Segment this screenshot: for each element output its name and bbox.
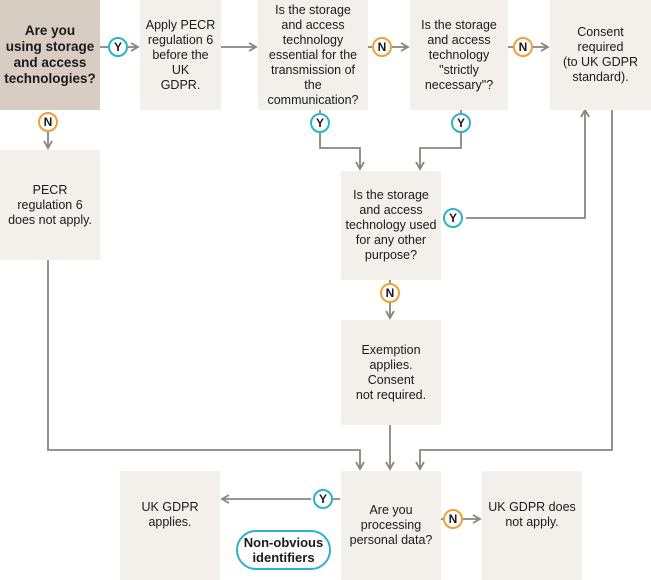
box-other-purpose-question: Is the storage and access technology use… (341, 171, 441, 280)
yes-badge-start: Y (108, 37, 128, 57)
box-start-question: Are you using storage and access technol… (0, 0, 100, 110)
no-badge-start: N (38, 112, 58, 132)
text-personal-data-question: Are you processing personal data? (349, 503, 433, 547)
text-pecr-not-apply: PECR regulation 6 does not apply. (8, 182, 92, 227)
no-badge-other-purpose: N (380, 283, 400, 303)
box-gdpr-applies: UK GDPR applies. (120, 471, 220, 580)
no-badge-personal-data: N (443, 509, 463, 529)
box-exemption-applies: Exemption applies. Consent not required. (341, 320, 441, 425)
box-apply-pecr: Apply PECR regulation 6 before the UK GD… (140, 0, 221, 110)
yes-badge-strictly-necessary: Y (451, 113, 471, 133)
text-consent-required: Consent required (to UK GDPR standard). (562, 25, 638, 84)
box-strictly-necessary-question: Is the storage and access technology "st… (410, 0, 508, 110)
yes-badge-other-purpose: Y (443, 208, 463, 228)
arrow-pecr-to-personal (47, 260, 365, 471)
yes-badge-personal-data: Y (313, 489, 333, 509)
box-pecr-not-apply: PECR regulation 6 does not apply. (0, 150, 100, 260)
text-exemption-applies: Exemption applies. Consent not required. (355, 342, 427, 402)
text-strictly-necessary-question: Is the storage and access technology "st… (421, 17, 497, 92)
box-consent-required: Consent required (to UK GDPR standard). (550, 0, 651, 110)
arrow-strictly-yes-to-other (415, 133, 462, 171)
arrow-consent-to-personal (415, 110, 613, 471)
text-gdpr-not-apply: UK GDPR does not apply. (488, 499, 576, 529)
box-gdpr-not-apply: UK GDPR does not apply. (482, 471, 582, 580)
non-obvious-identifiers-link[interactable]: Non-obvious identifiers (236, 530, 331, 570)
text-start-question: Are you using storage and access technol… (4, 23, 96, 86)
non-obvious-identifiers-label: Non-obvious identifiers (243, 535, 324, 565)
text-essential-question: Is the storage and access technology ess… (267, 2, 359, 107)
text-gdpr-applies: UK GDPR applies. (141, 499, 199, 529)
no-badge-essential: N (372, 37, 392, 57)
text-other-purpose-question: Is the storage and access technology use… (345, 188, 437, 262)
yes-badge-essential: Y (310, 113, 330, 133)
box-essential-question: Is the storage and access technology ess… (258, 0, 368, 110)
text-apply-pecr: Apply PECR regulation 6 before the UK GD… (145, 17, 216, 92)
arrow-essential-yes-to-other (319, 133, 365, 171)
no-badge-strictly-necessary: N (513, 37, 533, 57)
box-personal-data-question: Are you processing personal data? (341, 471, 441, 580)
arrow-other-yes-to-consent (466, 108, 590, 219)
